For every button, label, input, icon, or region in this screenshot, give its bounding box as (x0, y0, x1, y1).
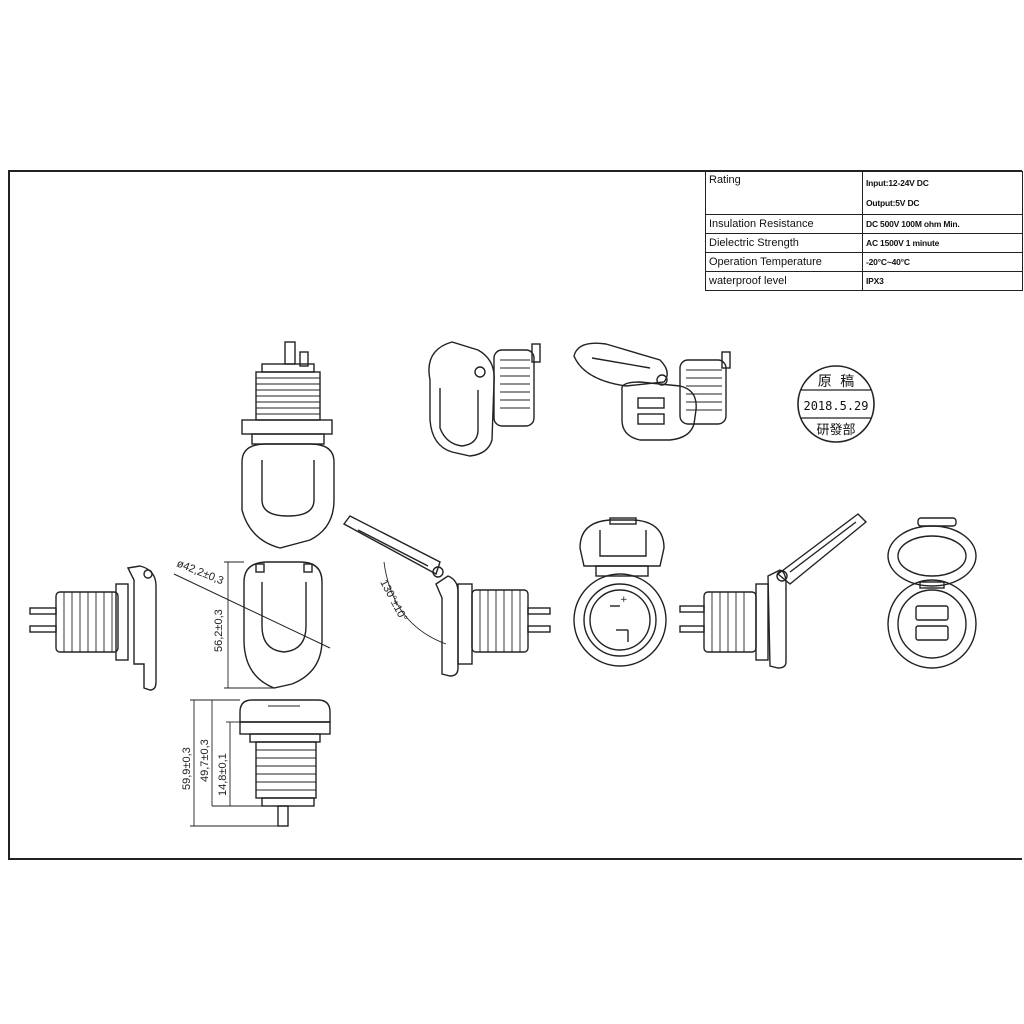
dim-thread-length: 49,7±0,3 (199, 739, 211, 782)
spec-label: Rating (705, 171, 863, 215)
view-left-side (29, 565, 157, 691)
spec-row-dielectric: Dielectric Strength AC 1500V 1 minute (705, 233, 1023, 253)
stamp-top: 原 稿 (818, 374, 854, 390)
view-3d-closed (428, 341, 541, 457)
drawing-frame (8, 170, 1022, 860)
spec-table: Rating Input:12-24V DC Output:5V DC Insu… (705, 171, 1023, 291)
view-3d-open (573, 342, 731, 441)
stamp-bottom: 研發部 (816, 423, 855, 438)
svg-text:+: + (620, 595, 628, 605)
view-bottom-side (190, 699, 331, 827)
dimension-labels: ø42,2±0,3 56,2±0,3 130°±10° 59,9±0,3 49,… (175, 374, 869, 796)
spec-label: waterproof level (705, 271, 863, 291)
spec-label: Dielectric Strength (705, 233, 863, 253)
view-open-angle (342, 515, 551, 677)
spec-label: Operation Temperature (705, 252, 863, 272)
view-right-side-open (679, 513, 868, 669)
spec-value: Input:12-24V DC Output:5V DC (862, 171, 1023, 215)
dim-height: 56,2±0,3 (213, 609, 225, 652)
view-front-open-display: + (573, 517, 667, 667)
spec-value-output: Output:5V DC (866, 198, 920, 208)
spec-row-insulation: Insulation Resistance DC 500V 100M ohm M… (705, 214, 1023, 234)
view-front-closed (173, 561, 331, 689)
spec-row-rating: Rating Input:12-24V DC Output:5V DC (705, 171, 1023, 215)
dim-flange: 14,8±0,1 (217, 753, 229, 796)
spec-value: IPX3 (862, 271, 1023, 291)
stamp-date: 2018.5.29 (803, 399, 868, 413)
spec-value-input: Input:12-24V DC (866, 178, 929, 188)
view-top-upright (241, 341, 335, 549)
approval-stamp (797, 365, 875, 443)
dim-angle: 130°±10° (377, 578, 409, 624)
dim-diameter: ø42,2±0,3 (175, 558, 225, 588)
spec-row-waterproof: waterproof level IPX3 (705, 271, 1023, 291)
view-front-open-usb (887, 517, 977, 669)
spec-row-temperature: Operation Temperature -20°C~40°C (705, 252, 1023, 272)
dim-total-length: 59,9±0,3 (181, 747, 193, 790)
